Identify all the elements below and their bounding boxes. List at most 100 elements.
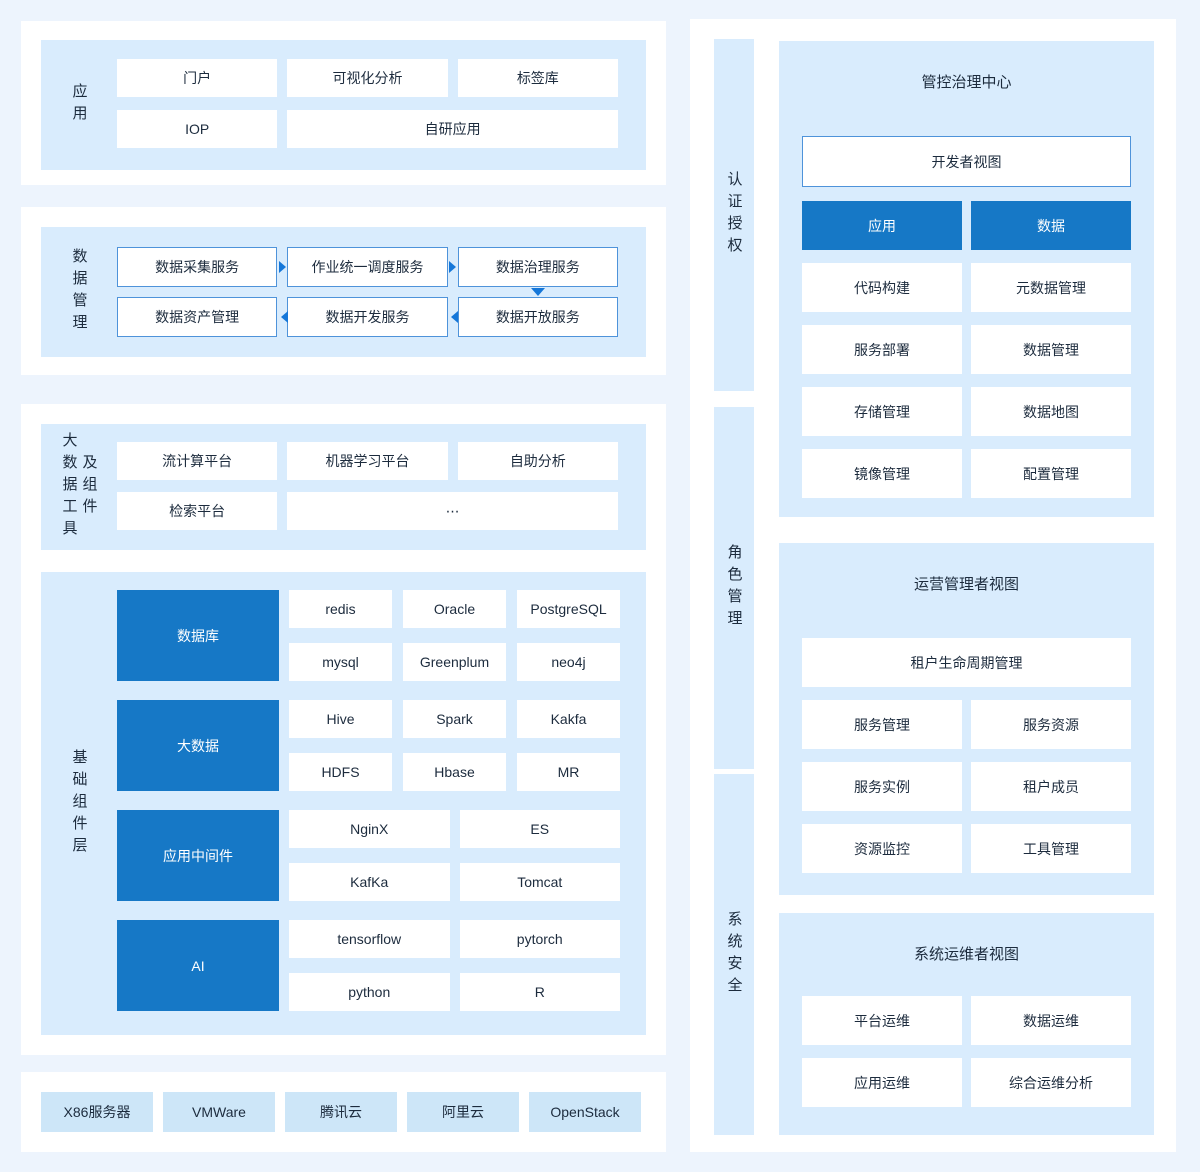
bigdata-tools-label-side: 及组件 — [80, 454, 98, 520]
node-service-resources: 服务资源 — [971, 700, 1131, 749]
operation-row-1: 服务管理 服务资源 — [802, 700, 1131, 749]
sidebar-system-security-label: 系统安全 — [725, 910, 743, 999]
node-data-open-service: 数据开放服务 — [457, 297, 618, 337]
governance-row-2: 服务部署 数据管理 — [802, 325, 1131, 374]
operation-manager-title: 运营管理者视图 — [913, 576, 1019, 593]
data-flow-top-row: 数据采集服务 作业统一调度服务 数据治理服务 — [117, 247, 618, 287]
ops-row-1: 平台运维 数据运维 — [802, 996, 1131, 1045]
node-job-scheduling-service: 作业统一调度服务 — [287, 247, 448, 287]
node-storage-management: 存储管理 — [802, 387, 962, 436]
governance-row-4: 镜像管理 配置管理 — [802, 449, 1131, 498]
group-bigdata: 大数据 Hive Spark Kakfa HDFS Hbase MR — [117, 700, 620, 791]
node-integrated-ops-analysis: 综合运维分析 — [971, 1058, 1131, 1107]
node-tenant-lifecycle-management: 租户生命周期管理 — [802, 638, 1131, 687]
section-management: 认证授权 角色管理 系统安全 管控治理中心 开发者视图 应用 数据 代码构建 元… — [690, 19, 1176, 1152]
node-openstack: OpenStack — [529, 1092, 641, 1132]
bigdata-tools-row-2: 检索平台 ⋯ — [117, 492, 618, 530]
sidebar-authentication: 认证授权 — [714, 39, 754, 391]
arrow-left-icon — [451, 311, 458, 323]
sidebar-role-management-label: 角色管理 — [725, 544, 743, 632]
node-visual-analysis: 可视化分析 — [287, 59, 448, 97]
group-database: 数据库 redis Oracle PostgreSQL mysql Greenp… — [117, 590, 620, 681]
node-image-management: 镜像管理 — [802, 449, 962, 498]
tab-application: 应用 — [802, 201, 962, 250]
application-label: 应用 — [70, 83, 88, 127]
group-ai: AI tensorflow pytorch python R — [117, 920, 620, 1011]
node-greenplum: Greenplum — [403, 643, 506, 681]
sidebar-system-security: 系统安全 — [714, 774, 754, 1135]
bigdata-tools-panel: 大数据工具 及组件 流计算平台 机器学习平台 自助分析 检索平台 ⋯ — [41, 424, 646, 550]
node-oracle: Oracle — [403, 590, 506, 628]
node-data-collection-service: 数据采集服务 — [117, 247, 278, 287]
node-service-management: 服务管理 — [802, 700, 962, 749]
system-ops-title: 系统运维者视图 — [913, 946, 1019, 963]
node-tag-library: 标签库 — [457, 59, 618, 97]
node-tomcat: Tomcat — [459, 863, 620, 901]
section-data-management: 数据管理 数据采集服务 作业统一调度服务 数据治理服务 数据资产管理 数据开发服… — [21, 207, 666, 375]
node-config-management: 配置管理 — [971, 449, 1131, 498]
node-neo4j: neo4j — [517, 643, 620, 681]
bigdata-tools-label-main: 大数据工具 — [60, 432, 78, 542]
node-data-governance-service: 数据治理服务 — [457, 247, 618, 287]
governance-center-title: 管控治理中心 — [921, 74, 1012, 91]
node-portal: 门户 — [117, 59, 278, 97]
node-service-deployment: 服务部署 — [802, 325, 962, 374]
node-tensorflow: tensorflow — [289, 920, 450, 958]
node-platform-ops: 平台运维 — [802, 996, 962, 1045]
node-iop: IOP — [117, 110, 278, 148]
node-tencent-cloud: 腾讯云 — [285, 1092, 397, 1132]
node-alibaba-cloud: 阿里云 — [407, 1092, 519, 1132]
node-data-ops: 数据运维 — [971, 996, 1131, 1045]
panel-system-ops-view: 系统运维者视图 平台运维 数据运维 应用运维 综合运维分析 — [779, 913, 1154, 1135]
application-panel: 应用 门户 可视化分析 标签库 IOP 自研应用 — [41, 40, 646, 170]
node-tenant-members: 租户成员 — [971, 762, 1131, 811]
node-metadata-management: 元数据管理 — [971, 263, 1131, 312]
panel-operation-manager-view: 运营管理者视图 租户生命周期管理 服务管理 服务资源 服务实例 租户成员 资源监… — [779, 543, 1154, 895]
node-hdfs: HDFS — [289, 753, 392, 791]
node-pytorch: pytorch — [459, 920, 620, 958]
arrow-down-icon — [531, 288, 545, 296]
base-layer-label-zone: 基础组件层 — [41, 572, 117, 1035]
node-ellipsis: ⋯ — [287, 492, 618, 530]
group-database-label: 数据库 — [117, 590, 279, 681]
node-resource-monitoring: 资源监控 — [802, 824, 962, 873]
node-code-build: 代码构建 — [802, 263, 962, 312]
node-data-asset-management: 数据资产管理 — [117, 297, 278, 337]
node-search-platform: 检索平台 — [117, 492, 278, 530]
sidebar-authentication-label: 认证授权 — [725, 171, 743, 259]
group-middleware-label: 应用中间件 — [117, 810, 279, 901]
node-self-developed-app: 自研应用 — [287, 110, 618, 148]
base-layer-panel: 基础组件层 数据库 redis Oracle PostgreSQL mysql … — [41, 572, 646, 1035]
bigdata-tools-row-1: 流计算平台 机器学习平台 自助分析 — [117, 442, 618, 480]
node-tool-management: 工具管理 — [971, 824, 1131, 873]
node-vmware: VMWare — [163, 1092, 275, 1132]
data-flow-bottom-row: 数据资产管理 数据开发服务 数据开放服务 — [117, 297, 618, 337]
operation-row-3: 资源监控 工具管理 — [802, 824, 1131, 873]
governance-tabs-row: 应用 数据 — [802, 201, 1131, 250]
node-postgresql: PostgreSQL — [517, 590, 620, 628]
node-data-map: 数据地图 — [971, 387, 1131, 436]
node-x86-server: X86服务器 — [41, 1092, 153, 1132]
group-bigdata-label: 大数据 — [117, 700, 279, 791]
sidebar-role-management: 角色管理 — [714, 407, 754, 769]
node-es: ES — [459, 810, 620, 848]
group-ai-label: AI — [117, 920, 279, 1011]
node-python: python — [289, 973, 450, 1011]
node-kafka: KafKa — [289, 863, 450, 901]
application-label-zone: 应用 — [41, 40, 117, 170]
base-layer-label: 基础组件层 — [70, 748, 88, 859]
data-management-label: 数据管理 — [70, 248, 88, 336]
data-management-label-zone: 数据管理 — [41, 227, 117, 357]
node-service-instances: 服务实例 — [802, 762, 962, 811]
operation-row-2: 服务实例 租户成员 — [802, 762, 1131, 811]
group-middleware: 应用中间件 NginX ES KafKa Tomcat — [117, 810, 620, 901]
bigdata-tools-label-zone: 大数据工具 及组件 — [41, 424, 117, 550]
governance-row-1: 代码构建 元数据管理 — [802, 263, 1131, 312]
node-spark: Spark — [403, 700, 506, 738]
node-developer-view: 开发者视图 — [802, 136, 1131, 187]
data-management-panel: 数据管理 数据采集服务 作业统一调度服务 数据治理服务 数据资产管理 数据开发服… — [41, 227, 646, 357]
application-row-1: 门户 可视化分析 标签库 — [117, 59, 618, 97]
governance-row-3: 存储管理 数据地图 — [802, 387, 1131, 436]
node-mr: MR — [517, 753, 620, 791]
section-platform-stack: 大数据工具 及组件 流计算平台 机器学习平台 自助分析 检索平台 ⋯ 基础组件层… — [21, 404, 666, 1055]
